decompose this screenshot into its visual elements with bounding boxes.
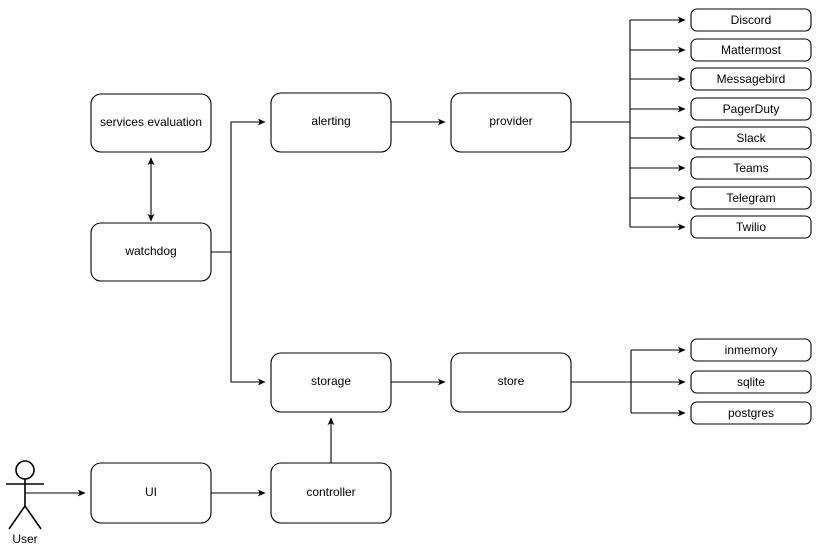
- node-store-box[interactable]: [450, 352, 572, 413]
- node-services-evaluation-box[interactable]: [90, 93, 212, 153]
- leaf-twilio-box[interactable]: [690, 215, 812, 239]
- node-provider[interactable]: provider: [450, 92, 572, 153]
- edge-watchdog-storage: [230, 252, 266, 386]
- node-ui[interactable]: UI: [90, 462, 212, 524]
- leaf-messagebird[interactable]: Messagebird: [690, 67, 812, 91]
- node-alerting[interactable]: alerting: [270, 92, 392, 153]
- node-ui-box[interactable]: [90, 462, 212, 524]
- leaf-inmemory-label: inmemory: [725, 343, 778, 357]
- leaf-mattermost[interactable]: Mattermost: [690, 38, 812, 62]
- leaf-telegram-label: Telegram: [726, 191, 775, 205]
- leaf-twilio[interactable]: Twilio: [690, 215, 812, 239]
- node-store[interactable]: store: [450, 352, 572, 413]
- node-provider-label: provider: [489, 114, 532, 128]
- edge-watchdog-alerting: [211, 118, 266, 253]
- leaf-teams-label: Teams: [733, 161, 768, 175]
- node-watchdog-box[interactable]: [90, 222, 212, 282]
- leaf-inmemory[interactable]: inmemory: [690, 338, 812, 362]
- user-actor: User: [6, 460, 44, 546]
- node-provider-box[interactable]: [450, 92, 572, 153]
- leaf-discord-box[interactable]: [690, 8, 812, 32]
- leaf-mattermost-label: Mattermost: [721, 43, 782, 57]
- node-store-label: store: [498, 374, 525, 388]
- leaf-discord[interactable]: Discord: [690, 8, 812, 32]
- leaf-discord-label: Discord: [731, 13, 772, 27]
- stick-figure-icon: [6, 460, 44, 530]
- node-controller-box[interactable]: [270, 462, 392, 524]
- leaf-pagerduty-box[interactable]: [690, 97, 812, 121]
- node-services-evaluation[interactable]: services evaluation: [90, 93, 212, 153]
- node-alerting-box[interactable]: [270, 92, 392, 153]
- leaf-sqlite-box[interactable]: [690, 370, 812, 394]
- leaf-teams[interactable]: Teams: [690, 156, 812, 180]
- leaf-teams-box[interactable]: [690, 156, 812, 180]
- leaf-postgres-box[interactable]: [690, 401, 812, 425]
- leaf-sqlite[interactable]: sqlite: [690, 370, 812, 394]
- user-actor-label: User: [12, 532, 37, 546]
- leaf-messagebird-label: Messagebird: [717, 72, 786, 86]
- node-controller-label: controller: [306, 485, 355, 499]
- node-services-evaluation-label: services evaluation: [100, 115, 202, 129]
- node-ui-label: UI: [145, 485, 157, 499]
- leaf-slack[interactable]: Slack: [690, 126, 812, 150]
- node-watchdog-label: watchdog: [124, 244, 176, 258]
- leaf-postgres-label: postgres: [728, 406, 774, 420]
- leaf-pagerduty[interactable]: PagerDuty: [690, 97, 812, 121]
- leaf-twilio-label: Twilio: [736, 220, 766, 234]
- leaf-messagebird-box[interactable]: [690, 67, 812, 91]
- leaf-sqlite-label: sqlite: [737, 375, 765, 389]
- node-alerting-label: alerting: [311, 114, 350, 128]
- node-controller[interactable]: controller: [270, 462, 392, 524]
- leaf-slack-box[interactable]: [690, 126, 812, 150]
- leaf-telegram-box[interactable]: [690, 186, 812, 210]
- node-watchdog[interactable]: watchdog: [90, 222, 212, 282]
- leaf-inmemory-box[interactable]: [690, 338, 812, 362]
- leaf-mattermost-box[interactable]: [690, 38, 812, 62]
- node-storage[interactable]: storage: [270, 352, 392, 413]
- leaf-pagerduty-label: PagerDuty: [723, 102, 780, 116]
- node-storage-box[interactable]: [270, 352, 392, 413]
- leaf-postgres[interactable]: postgres: [690, 401, 812, 425]
- leaf-telegram[interactable]: Telegram: [690, 186, 812, 210]
- leaf-slack-label: Slack: [736, 131, 766, 145]
- node-storage-label: storage: [311, 374, 351, 388]
